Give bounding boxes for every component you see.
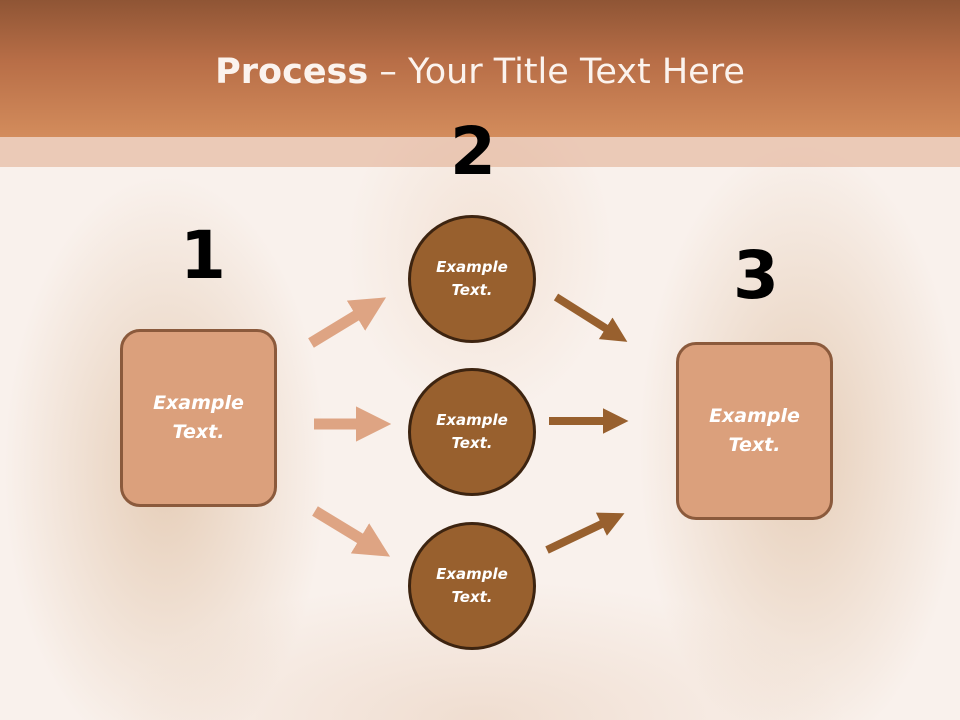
circle-middle-text: Example Text. [436,411,508,452]
right-box: Example Text. [676,342,833,520]
arrow-left-to-top [308,297,387,348]
circle-top: Example Text. [408,215,536,343]
circle-bottom-text: Example Text. [436,565,508,606]
arrow-top-to-right [553,293,628,342]
right-box-text: Example Text. [709,405,800,456]
circle-top-text: Example Text. [436,258,508,299]
circle-bottom: Example Text. [408,522,536,650]
step-number-3: 3 [733,237,779,314]
slide-title: Process – Your Title Text Here [0,52,960,92]
step-number-2: 2 [450,113,496,190]
left-box: Example Text. [120,329,277,507]
arrow-left-to-bottom [312,506,391,557]
title-bar [0,0,960,137]
step-number-1: 1 [180,217,226,294]
left-box-text: Example Text. [153,392,244,443]
circle-middle: Example Text. [408,368,536,496]
arrow-bottom-to-right [545,512,625,554]
title-rest: – Your Title Text Here [368,52,745,92]
title-bold: Process [215,52,369,92]
title-bar-band [0,137,960,167]
